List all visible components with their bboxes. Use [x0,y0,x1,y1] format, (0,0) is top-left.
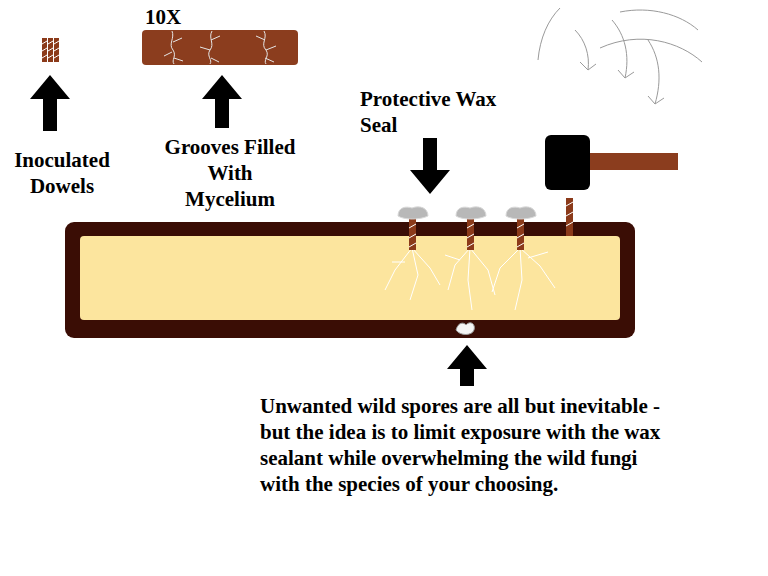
arrow [30,75,70,131]
arrow [202,75,242,128]
magnified-dowel [142,30,298,65]
motion-lines [538,8,702,104]
inserted-dowel [409,214,524,250]
mycelium [385,248,555,310]
log [65,222,635,338]
dowel-being-inserted [566,198,573,236]
wax-seal [398,207,536,219]
wild-spore [456,323,474,335]
arrow [410,138,450,194]
hammer [545,135,678,190]
dowel-icon [42,38,59,62]
note: Unwanted wild spores are all but inevita… [260,393,672,497]
arrow [447,345,487,386]
part-label: Inoculated Dowels [0,147,124,199]
magnification-label: 10X [145,4,225,30]
part-label: Grooves Filled With Mycelium [160,134,300,212]
part-label: Protective Wax Seal [360,86,536,138]
